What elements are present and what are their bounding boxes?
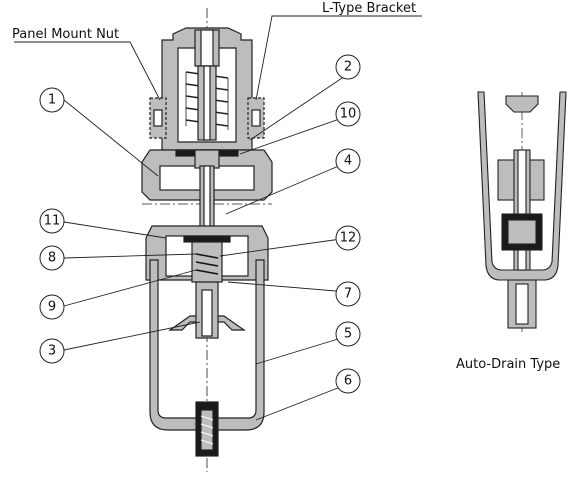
- svg-text:3: 3: [48, 344, 56, 359]
- main-assembly: [141, 8, 273, 472]
- auto-drain-type-caption: Auto-Drain Type: [456, 357, 560, 372]
- svg-text:10: 10: [340, 107, 357, 122]
- callout-1: 1: [39, 87, 65, 113]
- svg-text:8: 8: [48, 251, 56, 266]
- callout-12: 12: [335, 225, 361, 251]
- svg-text:7: 7: [344, 287, 352, 302]
- svg-text:2: 2: [344, 60, 352, 75]
- callout-3: 3: [39, 338, 65, 364]
- callout-10: 10: [335, 101, 361, 127]
- callout-2: 2: [335, 54, 361, 80]
- callout-6: 6: [335, 368, 361, 394]
- callout-5: 5: [335, 321, 361, 347]
- inset-bowl: [477, 91, 567, 281]
- l-type-bracket-label: L-Type Bracket: [322, 1, 416, 16]
- callout-4: 4: [335, 148, 361, 174]
- svg-text:1: 1: [48, 93, 56, 108]
- callout-9: 9: [39, 294, 65, 320]
- svg-text:11: 11: [44, 214, 61, 229]
- svg-text:6: 6: [344, 374, 352, 389]
- callout-8: 8: [39, 245, 65, 271]
- callout-11: 11: [39, 208, 65, 234]
- leader-lines: [14, 15, 422, 421]
- bowl: [149, 259, 265, 431]
- svg-text:9: 9: [48, 300, 56, 315]
- svg-text:12: 12: [340, 231, 357, 246]
- svg-text:5: 5: [344, 327, 352, 342]
- poppet-spring: [195, 253, 219, 275]
- svg-text:4: 4: [344, 154, 352, 169]
- valve-poppet: [191, 239, 223, 283]
- auto-drain-inset: [477, 91, 567, 332]
- panel-mount-nut-label: Panel Mount Nut: [12, 27, 119, 42]
- callout-7: 7: [335, 281, 361, 307]
